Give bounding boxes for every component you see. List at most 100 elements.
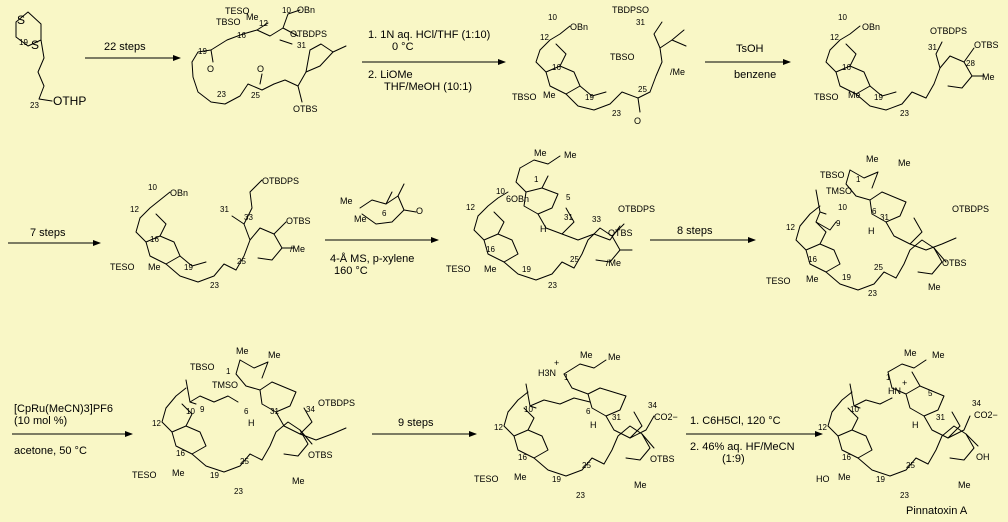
c10-label: 10: [850, 405, 859, 414]
obn-label: OBn: [297, 5, 315, 15]
c19-label: 19: [876, 475, 885, 484]
intermediate-4: 10 OBn OTBDPS OTBS 31 33 12 16 19 23 25 …: [110, 176, 311, 290]
reagent-carbonyl-o: O: [416, 206, 423, 216]
reaction-arrow-7: [CpRu(MeCN)3]PF6 (10 mol %) acetone, 50 …: [12, 403, 133, 457]
c16-label: 16: [842, 453, 851, 462]
c25-label: 25: [906, 461, 915, 470]
ketone-19-o: O: [207, 64, 214, 74]
reaction-arrow-4: 7 steps: [8, 227, 101, 246]
teso-label: TESO: [766, 276, 791, 286]
c1-label: 1: [564, 373, 569, 382]
c1-label: 1: [534, 175, 539, 184]
me-label: Me: [848, 90, 861, 100]
c1-label: 1: [226, 367, 231, 376]
ho-label: HO: [816, 474, 830, 484]
otbdps-label: OTBDPS: [290, 29, 327, 39]
c12-label: 12: [830, 33, 839, 42]
c31-label: 31: [270, 407, 279, 416]
c31-label: 31: [636, 18, 645, 27]
c25-label: 25: [582, 461, 591, 470]
ketone-25-o: O: [257, 64, 264, 74]
step-3-reagent: TsOH: [736, 43, 764, 55]
tbso-label: TBSO: [216, 17, 241, 27]
otbs-label: OTBS: [650, 454, 675, 464]
c12-label: 12: [152, 419, 161, 428]
reaction-arrow-5: Me Me 6 O 4-Å MS, p-xylene 160 °C: [325, 183, 439, 277]
c12-label: 12: [466, 203, 475, 212]
me-label-4: Me: [928, 282, 941, 292]
c33-label: 33: [592, 215, 601, 224]
c12-label: 12: [494, 423, 503, 432]
step-2-line-2: 0 °C: [392, 41, 414, 53]
step-4-label: 7 steps: [30, 227, 66, 239]
sulfur-1: S: [17, 13, 25, 27]
me-label: Me: [148, 262, 161, 272]
step-2-line-4: THF/MeOH (10:1): [384, 81, 472, 93]
otbs-label: OTBS: [608, 228, 633, 238]
tbso-label: TBSO: [190, 362, 215, 372]
me-label-4: Me: [292, 476, 305, 486]
carboxylate-label: CO2−: [654, 412, 678, 422]
step-9-line-1: 1. C6H5Cl, 120 °C: [690, 415, 781, 427]
tbso-label-lower: TBSO: [512, 92, 537, 102]
c34-label: 34: [648, 401, 657, 410]
otbs-label: OTBS: [286, 216, 311, 226]
obn-label: OBn: [862, 22, 880, 32]
step-5-line-2: 160 °C: [334, 265, 368, 277]
reaction-arrow-6: 8 steps: [650, 225, 756, 243]
c28-label: 28: [966, 59, 975, 68]
me-label-3: Me: [484, 264, 497, 274]
carbon-19-label: 19: [19, 38, 28, 47]
c31-label: 31: [612, 413, 621, 422]
h-label: H: [912, 420, 919, 430]
me-label-1: Me: [580, 350, 593, 360]
c31-label: 31: [564, 213, 573, 222]
intermediate-1: TESO TBSO Me 12 10 OBn 16 19 O 23 O 25 3…: [191, 5, 347, 114]
otbdps-label: OTBDPS: [318, 398, 355, 408]
me-label: Me: [246, 12, 259, 22]
teso-label: TESO: [225, 6, 250, 16]
c31-label: 31: [297, 41, 306, 50]
tmso-label: TMSO: [212, 380, 238, 390]
reagent-me-1: Me: [340, 196, 353, 206]
me-label-1: Me: [534, 148, 547, 158]
c12-label: 12: [259, 19, 268, 28]
c33-label: 33: [244, 213, 253, 222]
reaction-arrow-8: 9 steps: [372, 417, 477, 437]
intermediate-6: Me Me TBSO 1 TMSO 6 10 9 H 31 OTBDPS 12 …: [766, 154, 989, 298]
step-7-line-1: [CpRu(MeCN)3]PF6: [14, 403, 113, 415]
c10-label: 10: [548, 13, 557, 22]
c1-label: 1: [856, 175, 861, 184]
step-5-line-1: 4-Å MS, p-xylene: [330, 252, 414, 265]
c23-label: 23: [900, 491, 909, 500]
reagent-me-2: Me: [354, 214, 367, 224]
c19-label: 19: [552, 475, 561, 484]
intermediate-2: 10 OBn TBDPSO 31 12 16 19 23 25 TBSO TBS…: [512, 5, 687, 126]
otbs-label: OTBS: [974, 40, 999, 50]
me-label-2: Me: [608, 352, 621, 362]
c19-label: 19: [184, 263, 193, 272]
c23-label: 23: [548, 281, 557, 290]
teso-label: TESO: [132, 470, 157, 480]
h3n-label: H3N: [538, 368, 556, 378]
c5-label: 5: [928, 389, 933, 398]
c34-label: 34: [972, 399, 981, 408]
me-label-1: Me: [236, 346, 249, 356]
me-label-2: Me: [268, 350, 281, 360]
reaction-arrow-1: 22 steps: [85, 41, 181, 61]
me-label-2: Me: [898, 158, 911, 168]
c31-label: 31: [936, 413, 945, 422]
c9-label: 9: [200, 405, 205, 414]
reaction-arrow-2: 1. 1N aq. HCl/THF (1:10) 0 °C 2. LiOMe T…: [362, 29, 506, 93]
c23-label: 23: [234, 487, 243, 496]
c25-label: 25: [570, 255, 579, 264]
carbon-23-label: 23: [30, 101, 39, 110]
tmso-label: TMSO: [826, 186, 852, 196]
reaction-arrow-3: TsOH benzene: [705, 43, 791, 81]
c1-label: 1: [886, 373, 891, 382]
me-label-2: Me: [932, 350, 945, 360]
me-hash-label: /Me: [606, 258, 621, 268]
c6-label: 6: [586, 407, 591, 416]
c23-label: 23: [210, 281, 219, 290]
c19-label: 19: [585, 93, 594, 102]
